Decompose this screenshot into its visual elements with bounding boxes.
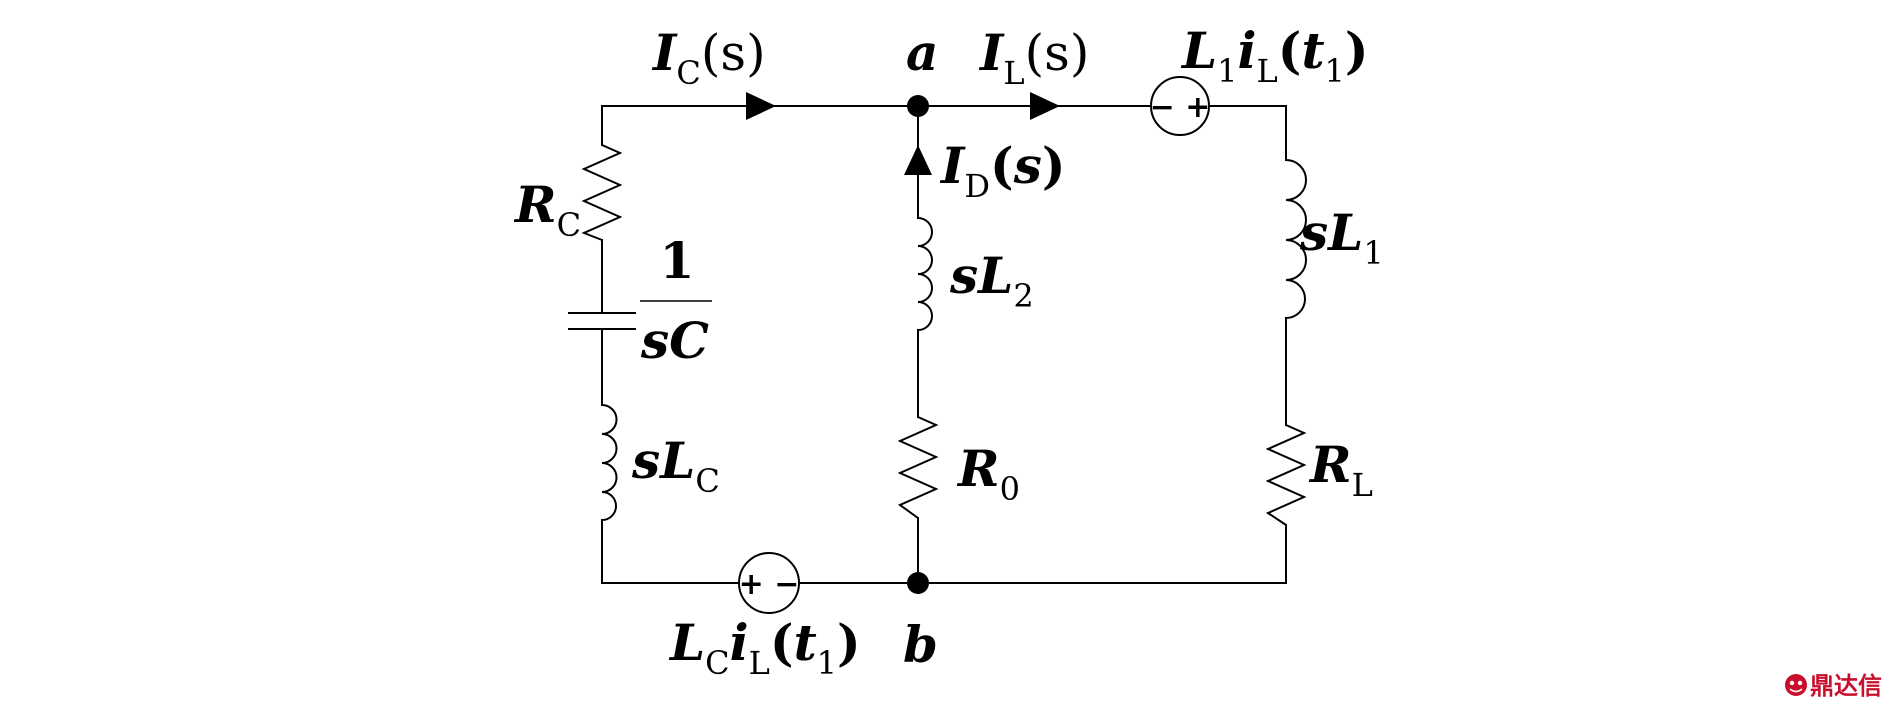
capacitor-c	[568, 312, 636, 330]
label-node-b: b	[903, 615, 938, 674]
arrow-il	[1030, 92, 1060, 120]
label-capacitor: 1 sC	[640, 231, 712, 370]
label-sl1: sL1	[1299, 203, 1384, 272]
inductor-l1	[1285, 159, 1307, 319]
label-source-top: L1iL(t1)	[1180, 21, 1369, 90]
dingdaxin-logo-icon	[1785, 674, 1807, 696]
arrow-ic	[746, 92, 776, 120]
label-current-il: IL(s)	[978, 23, 1089, 92]
inductor-l2	[917, 217, 933, 331]
label-current-ic: IC(s)	[651, 23, 766, 92]
watermark: 鼎达信	[1785, 672, 1882, 700]
label-cap-denominator: sC	[640, 311, 709, 370]
arrow-id	[904, 145, 932, 175]
resistor-rc	[581, 144, 623, 241]
label-source-bottom: LCiL(t1)	[668, 613, 861, 682]
inductor-lc	[601, 404, 618, 521]
resistor-rl	[1265, 424, 1307, 526]
label-slc: sLC	[631, 431, 720, 500]
label-node-a: a	[906, 23, 938, 82]
wire-top-left	[601, 105, 1151, 146]
label-rc: RC	[513, 175, 581, 244]
label-sl2: sL2	[949, 246, 1034, 315]
node-a-dot	[907, 95, 929, 117]
wire-left-bottom	[601, 519, 740, 584]
watermark-text: 鼎达信	[1810, 672, 1882, 700]
source-bottom-signs: + −	[739, 567, 800, 602]
voltage-source-bottom: + −	[738, 552, 800, 614]
resistor-r0	[897, 416, 939, 519]
label-cap-numerator: 1	[660, 231, 695, 290]
label-current-id: ID(s)	[939, 136, 1066, 205]
source-top-signs: − +	[1150, 90, 1211, 125]
label-rl: RL	[1308, 435, 1373, 504]
label-r0: R0	[956, 439, 1020, 508]
node-b-dot	[907, 572, 929, 594]
voltage-source-top: − +	[1150, 76, 1211, 136]
